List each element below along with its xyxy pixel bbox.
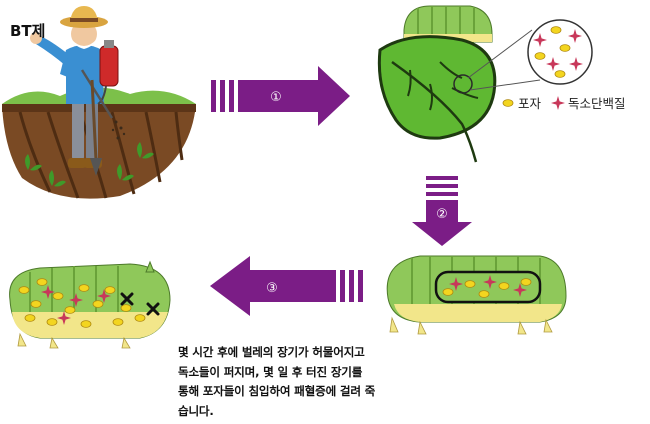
step-2-label: ② [436,207,448,222]
toxin-legend-label: 독소단백질 [568,96,626,111]
leaf-scene [377,5,593,163]
caterpillar-gut [434,270,542,304]
description-line-2: 독소들이 퍼지며, 몇 일 후 터진 장기를 [178,364,363,379]
farmer-figure [30,6,126,176]
dead-x-icon [120,292,160,316]
toxin-legend-icon [551,96,565,110]
caterpillar-dead [9,260,171,349]
spore-legend-icon [502,99,514,107]
caterpillar-middle [386,255,567,335]
spore-legend-label: 포자 [518,96,542,111]
arrow-step-2: ② [412,176,472,246]
legend: 포자 독소단백질 [502,96,626,111]
arrow-step-1: ① [211,66,350,126]
step-3-label: ③ [266,281,278,296]
description-line-1: 몇 시간 후에 벌레의 장기가 허물어지고 [178,345,365,359]
sprouts [25,142,154,187]
step-1-label: ① [270,90,282,105]
leaf [377,35,497,140]
description-line-3: 통해 포자들이 침입하여 패혈증에 걸려 죽 [178,384,376,398]
farmer-scene: BT제 [2,6,196,199]
zoom-bubble [527,19,593,85]
description-text: 몇 시간 후에 벌레의 장기가 허물어지고 독소들이 퍼지며, 몇 일 후 터진… [178,343,438,421]
bt-agent-label: BT제 [10,22,45,40]
arrow-step-3: ③ [210,256,363,316]
description-line-4: 습니다. [178,403,214,418]
